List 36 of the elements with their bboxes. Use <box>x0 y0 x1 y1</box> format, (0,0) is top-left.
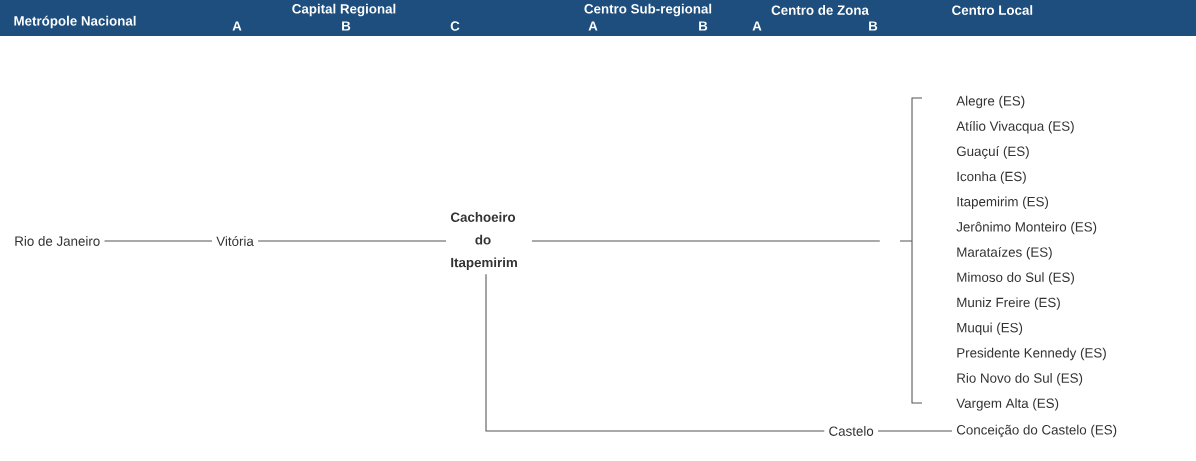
column-heading: Centro Sub-regional <box>584 3 712 17</box>
city-label: Guaçuí (ES) <box>956 146 1029 159</box>
column-heading: Centro de Zona <box>771 5 869 15</box>
city-label: Itapemirim (ES) <box>957 196 1049 209</box>
connector-line <box>531 240 881 242</box>
connector-line <box>485 273 825 432</box>
city-label: Castelo <box>829 426 874 436</box>
city-label: Marataízes (ES) <box>957 246 1052 260</box>
column-heading: Centro Local <box>952 5 1033 15</box>
column-heading: Capital Regional <box>292 3 396 17</box>
column-heading: B <box>699 21 708 31</box>
column-heading: B <box>869 21 878 31</box>
column-heading: B <box>342 21 351 31</box>
connector-line <box>257 240 447 242</box>
connector-line <box>103 240 213 242</box>
city-label: Mimoso do Sul (ES) <box>957 272 1074 285</box>
city-label: Atílio Vivacqua (ES) <box>956 120 1074 134</box>
city-label: Muniz Freire (ES) <box>957 297 1060 310</box>
bracket <box>899 97 923 404</box>
city-label: Vitória <box>216 236 254 246</box>
city-label: Alegre (ES) <box>956 95 1025 109</box>
city-label: Vargem Alta (ES) <box>956 398 1059 411</box>
regional-center-label: Cachoeiro do Itapemirim <box>450 212 517 270</box>
column-heading: A <box>232 21 242 31</box>
column-heading: Metrópole Nacional <box>14 15 136 29</box>
city-label: Conceição do Castelo (ES) <box>956 424 1117 438</box>
city-label: Rio de Janeiro <box>15 236 100 246</box>
city-label: Muqui (ES) <box>957 322 1023 335</box>
city-label: Presidente Kennedy (ES) <box>957 347 1106 361</box>
column-heading: A <box>588 21 598 31</box>
column-heading: C <box>450 21 460 31</box>
city-label: Rio Novo do Sul (ES) <box>957 373 1083 386</box>
connector-line <box>877 430 953 432</box>
city-label: Jerônimo Monteiro (ES) <box>956 221 1097 235</box>
column-heading: A <box>752 21 762 31</box>
city-label: Iconha (ES) <box>957 171 1026 184</box>
